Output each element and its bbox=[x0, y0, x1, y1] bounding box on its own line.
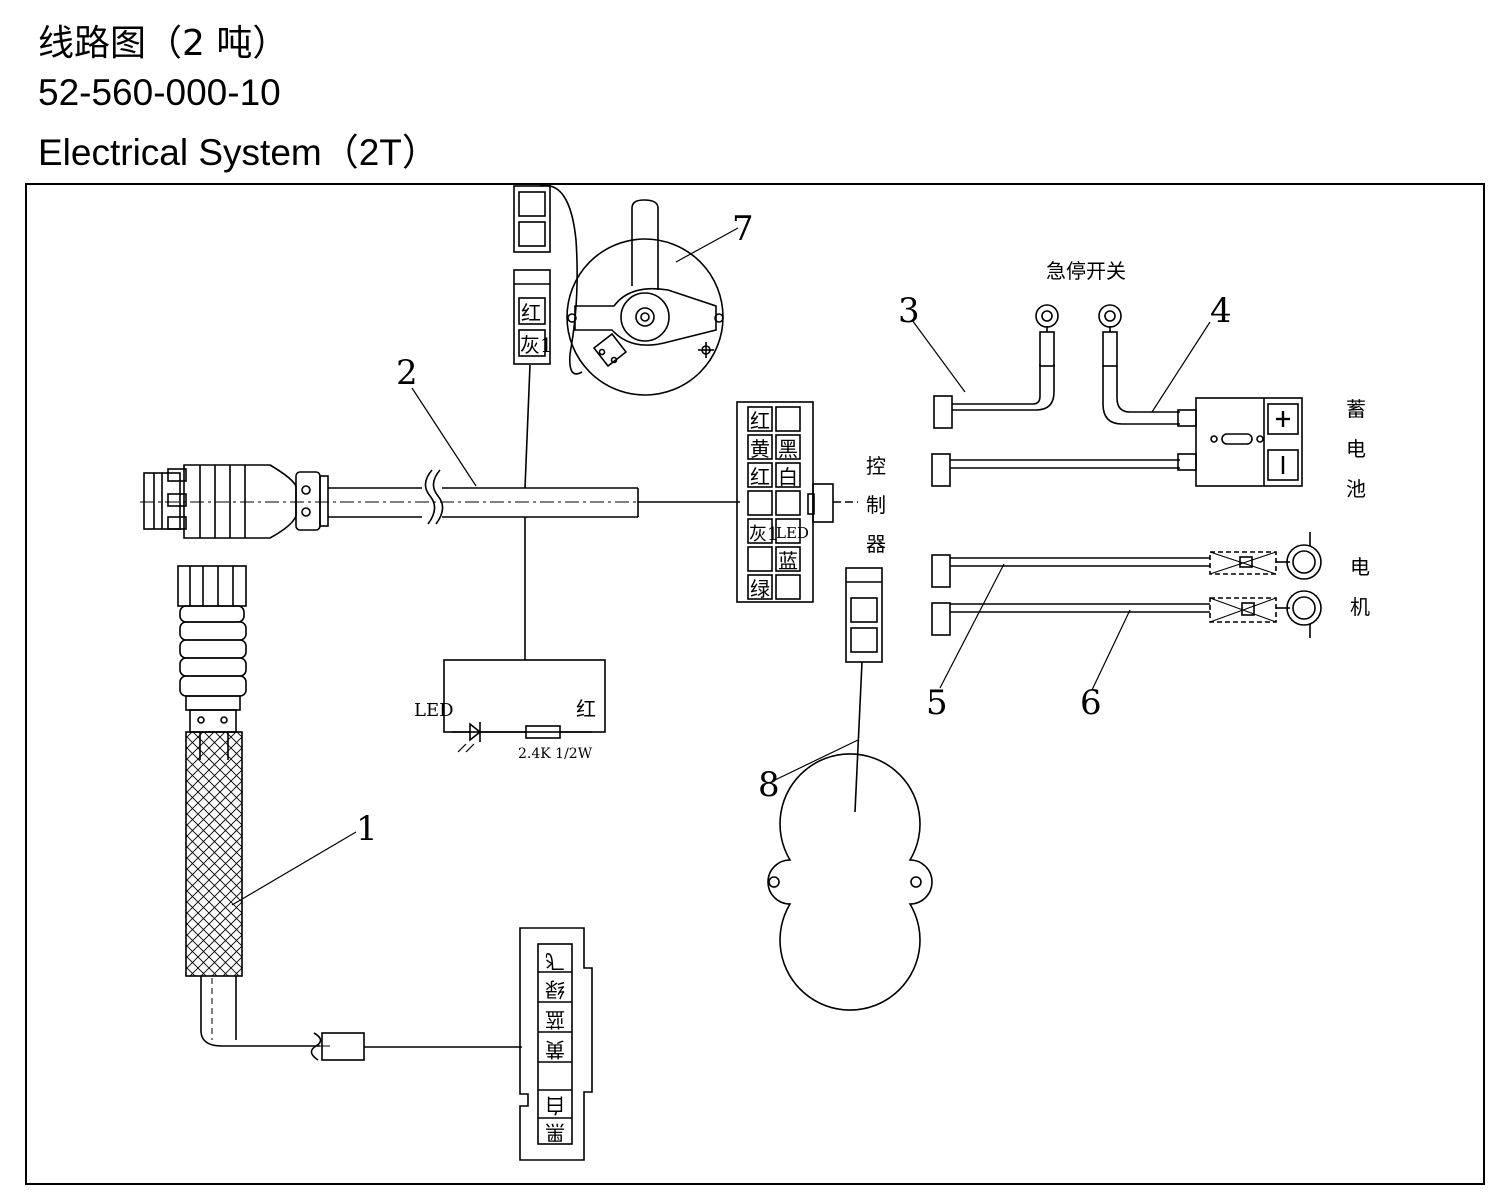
top-plug bbox=[513, 184, 583, 375]
accelerator-7 bbox=[566, 199, 739, 396]
estop-cable-4 bbox=[1098, 304, 1211, 427]
diagram-frame bbox=[25, 183, 1485, 1185]
controller-cell-2-1: 白 bbox=[778, 465, 798, 489]
controller-cell-2-0: 红 bbox=[750, 465, 770, 489]
callout-3: 3 bbox=[898, 291, 920, 331]
estop-cable-3 bbox=[911, 304, 1059, 429]
controller-cell-4-1: LED bbox=[776, 524, 809, 542]
callout-6: 6 bbox=[1080, 683, 1102, 723]
led-box-label-led: LED bbox=[414, 700, 454, 721]
controller-cell-1-1: 黑 bbox=[778, 437, 798, 461]
controller-cell-1-0: 黄 bbox=[750, 437, 770, 461]
battery bbox=[1195, 397, 1303, 487]
bottom-cell-5: 白 bbox=[545, 1094, 565, 1118]
handle-cable-1 bbox=[177, 565, 522, 1061]
bottom-cell-3: 黄 bbox=[545, 1038, 565, 1062]
controller-label-1: 控 bbox=[866, 454, 886, 478]
motor-cable-5 bbox=[931, 532, 1322, 689]
battery-label-1: 蓄 bbox=[1346, 397, 1366, 421]
led-branch bbox=[443, 364, 606, 753]
title-english: Electrical System（2T） bbox=[38, 132, 439, 173]
bottom-cell-1: 绿 bbox=[545, 978, 565, 1002]
bottom-connector bbox=[519, 927, 593, 1161]
controller-cell-6-0: 绿 bbox=[750, 577, 770, 601]
callout-4: 4 bbox=[1210, 291, 1232, 331]
callout-5: 5 bbox=[926, 683, 948, 723]
controller-label-3: 器 bbox=[866, 532, 886, 556]
battery-cable bbox=[931, 453, 1197, 487]
bottom-cell-2: 蓝 bbox=[545, 1008, 565, 1032]
main-harness-2 bbox=[140, 387, 740, 539]
horn-8 bbox=[767, 567, 933, 1011]
title-chinese: 线路图（2 吨） bbox=[38, 23, 289, 64]
battery-label-2: 电 bbox=[1346, 437, 1366, 461]
part-number: 52-560-000-10 bbox=[38, 72, 281, 113]
plug-cell-grey1: 灰1 bbox=[520, 333, 553, 357]
controller-connector bbox=[736, 401, 858, 603]
controller-cell-0-0: 红 bbox=[750, 409, 770, 433]
callout-7: 7 bbox=[732, 209, 754, 249]
bottom-cell-6: 黑 bbox=[545, 1121, 565, 1145]
controller-cell-5-1: 蓝 bbox=[778, 549, 798, 573]
motor-cable-6 bbox=[931, 590, 1322, 691]
bottom-cell-0: 飞 bbox=[545, 950, 565, 974]
controller-label-2: 制 bbox=[866, 493, 886, 517]
motor-label-2: 机 bbox=[1350, 595, 1370, 619]
motor-label-1: 电 bbox=[1350, 555, 1370, 579]
callout-8: 8 bbox=[758, 765, 780, 805]
battery-label-3: 池 bbox=[1346, 477, 1366, 501]
controller-cell-4-0: 灰1 bbox=[749, 524, 778, 545]
estop-label: 急停开关 bbox=[1046, 259, 1126, 283]
plug-cell-red: 红 bbox=[521, 301, 541, 325]
callout-1: 1 bbox=[356, 809, 378, 849]
resistor-label: 2.4K 1/2W bbox=[518, 746, 593, 762]
callout-2: 2 bbox=[396, 353, 418, 393]
led-box-label-red: 红 bbox=[576, 697, 596, 721]
